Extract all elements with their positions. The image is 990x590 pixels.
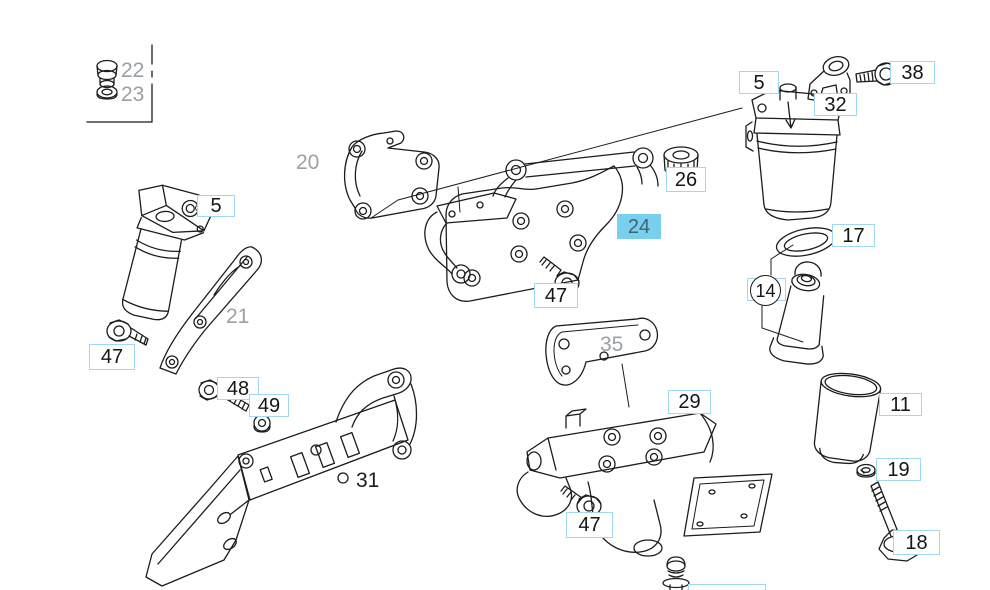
callout-5-right[interactable]: 5 xyxy=(739,71,779,94)
callout-47-bottom[interactable]: 47 xyxy=(566,512,613,538)
bolt-47-bottom-drawing xyxy=(560,485,602,518)
part-o-ring-17 xyxy=(775,227,837,257)
callout-23: 23 xyxy=(121,83,145,106)
callout-32[interactable]: 32 xyxy=(814,93,857,116)
callout-5-left[interactable]: 5 xyxy=(197,195,235,217)
callout-35: 35 xyxy=(600,333,624,356)
washer-19-drawing xyxy=(856,463,876,478)
callout-49[interactable]: 49 xyxy=(249,394,289,417)
washer-23-drawing xyxy=(96,85,118,100)
callout-21: 21 xyxy=(226,305,250,328)
callout-18[interactable]: 18 xyxy=(893,530,940,555)
callout-20: 20 xyxy=(296,151,320,174)
part-filter-element-insert xyxy=(769,261,825,365)
bolt-22-drawing xyxy=(96,59,118,89)
part-bracket-21 xyxy=(159,246,263,375)
part-filter-housing-left xyxy=(121,184,215,321)
part-bracket-35 xyxy=(545,317,659,408)
callout-17[interactable]: 17 xyxy=(832,224,875,247)
callout-38[interactable]: 38 xyxy=(890,61,935,84)
part-bracket-29 xyxy=(516,408,773,557)
callout-11[interactable]: 11 xyxy=(879,393,922,416)
part-support-bracket-31 xyxy=(145,367,418,587)
leader-lines xyxy=(370,107,743,219)
part-filter-canister-11 xyxy=(813,372,882,465)
callout-47-middle[interactable]: 47 xyxy=(534,283,578,308)
callout-31: 31 xyxy=(356,469,380,492)
callout-22: 22 xyxy=(121,59,145,82)
bolt-47-left-drawing xyxy=(106,319,149,346)
part-bracket-20 xyxy=(343,130,440,220)
nut-49-drawing xyxy=(253,414,271,433)
part-manifold-24 xyxy=(424,147,659,302)
callout-19[interactable]: 19 xyxy=(876,458,921,481)
callout-29[interactable]: 29 xyxy=(668,390,711,414)
callout-26[interactable]: 26 xyxy=(666,167,706,192)
callout-14-circled[interactable]: 14 xyxy=(750,275,781,306)
callout-48[interactable]: 48 xyxy=(217,377,259,400)
callout-24-highlighted[interactable]: 24 xyxy=(617,214,661,239)
callout-partial-bottom[interactable] xyxy=(688,584,766,590)
part-plug-bottom xyxy=(662,556,690,590)
leader-lines-14 xyxy=(761,244,804,343)
group-bracket-22-23 xyxy=(86,44,153,123)
callout-47-left[interactable]: 47 xyxy=(89,344,135,370)
